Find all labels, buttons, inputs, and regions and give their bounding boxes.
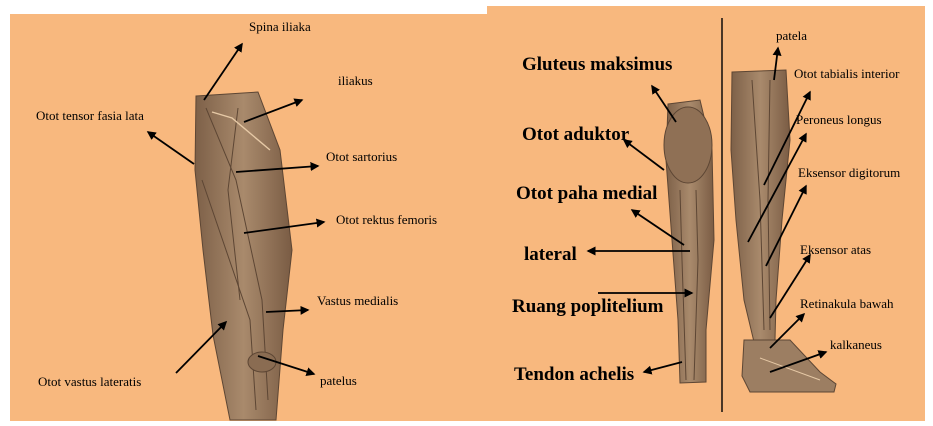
- label-kalkaneus: kalkaneus: [830, 337, 882, 353]
- arrow-aduktor: [624, 140, 664, 170]
- posterior-leg-illustration: [664, 100, 714, 383]
- label-vastus-lateratis: Otot vastus lateratis: [38, 374, 141, 390]
- label-patela: patela: [776, 28, 807, 44]
- label-gluteus-maksimus: Gluteus maksimus: [522, 54, 672, 76]
- label-otot-paha-medial: Otot paha medial: [516, 183, 657, 205]
- arrow-spina-iliaka: [204, 44, 242, 100]
- label-tabialis-interior: Otot tabialis interior: [794, 66, 899, 82]
- label-sartorius: Otot sartorius: [326, 149, 397, 165]
- arrow-tensor-fasia-lata: [148, 132, 194, 164]
- label-tensor-fasia-lata: Otot tensor fasia lata: [36, 108, 144, 124]
- label-otot-aduktor: Otot aduktor: [522, 124, 629, 146]
- arrow-tendon-achelis: [644, 362, 682, 372]
- label-retinakula-bawah: Retinakula bawah: [800, 296, 894, 312]
- label-peroneus-longus: Peroneus longus: [796, 112, 882, 128]
- label-patelus: patelus: [320, 373, 357, 389]
- label-eksensor-digitorum: Eksensor digitorum: [798, 165, 900, 181]
- thigh-muscle-illustration: [195, 92, 292, 420]
- label-rektus-femoris: Otot rektus femoris: [336, 212, 437, 228]
- label-lateral: lateral: [524, 244, 577, 266]
- label-eksensor-atas: Eksensor atas: [800, 242, 871, 258]
- label-ruang-poplitelium: Ruang poplitelium: [512, 296, 664, 318]
- label-iliakus: iliakus: [338, 73, 373, 89]
- label-spina-iliaka: Spina iliaka: [249, 19, 311, 35]
- label-vastus-medialis: Vastus medialis: [317, 293, 398, 309]
- label-tendon-achelis: Tendon achelis: [514, 364, 634, 386]
